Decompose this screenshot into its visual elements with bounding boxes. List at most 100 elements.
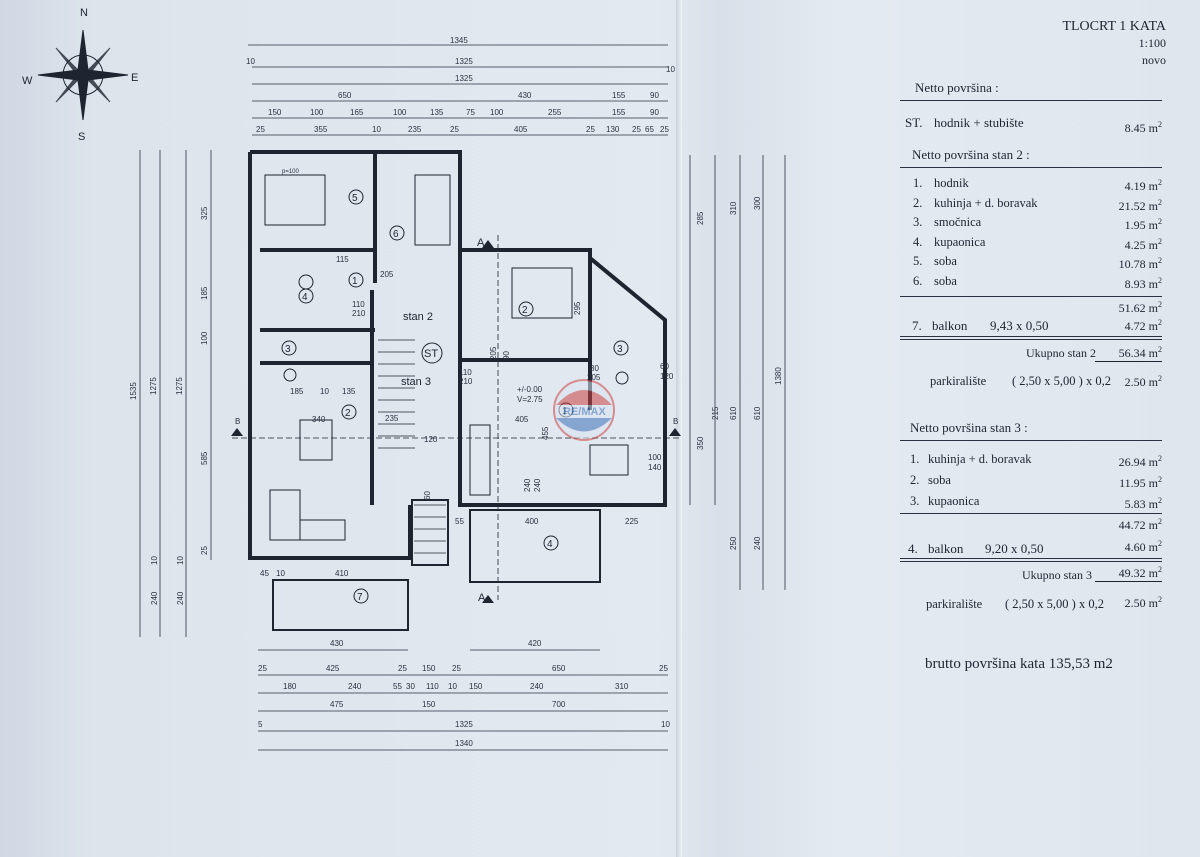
stan2-item-name: soba (934, 273, 957, 288)
room-num-7: 7 (357, 592, 363, 603)
dim-bot-700: 700 (552, 700, 566, 709)
balconies (272, 499, 601, 631)
dim-in-115: 115 (336, 255, 349, 264)
dim-top-100: 100 (310, 108, 324, 117)
dim-in-205c: 205 (587, 373, 601, 382)
dim-top-150: 150 (268, 108, 282, 117)
dim-bot-150: 150 (422, 664, 436, 673)
dim-top-90: 90 (650, 91, 659, 100)
stan3-total-value: 49.32 m2 (1095, 565, 1162, 582)
stan2-item-value: 4.25 m2 (1124, 236, 1162, 252)
dim-in-455: 455 (541, 426, 550, 440)
stan2-item-num: 6. (913, 273, 923, 288)
dim-bot-110: 110 (426, 682, 439, 691)
dim-bot-420: 420 (528, 639, 542, 648)
dim-top-90b: 90 (650, 108, 659, 117)
stan3-balkon-name: balkon (928, 541, 964, 556)
dim-bot-150c: 150 (422, 700, 436, 709)
room-num-4: 4 (302, 292, 308, 303)
stan2-balkon-num: 7. (912, 318, 922, 333)
dim-left-10b: 10 (176, 556, 185, 565)
stan2-item-name: hodnik (934, 176, 969, 190)
stan2-item-num: 1. (913, 176, 923, 190)
section-a-bottom: A (478, 592, 486, 604)
dim-top-650: 650 (338, 91, 352, 100)
stan3-item-value: 11.95 m2 (1119, 475, 1162, 490)
furniture (264, 174, 629, 541)
dim-top-25e: 25 (660, 125, 669, 134)
stairs (378, 339, 446, 554)
dim-bot-25a: 25 (258, 664, 267, 673)
dim-in-100: 100 (648, 453, 662, 462)
dim-top-25b: 25 (450, 125, 459, 134)
dim-in-p100: p=100 (282, 169, 300, 175)
dim-in-110: 110 (352, 300, 365, 309)
room-num-s3-3: 3 (617, 344, 623, 355)
stan3-item-value: 26.94 m2 (1118, 454, 1162, 469)
dim-top-25d: 25 (632, 125, 641, 134)
dim-in-240b: 240 (533, 478, 542, 492)
level-mark: +/-0.00 (517, 385, 543, 394)
dim-in-140: 140 (648, 463, 662, 472)
room-num-6: 6 (393, 229, 399, 240)
dim-in-45: 45 (260, 569, 269, 578)
stan3-item-num: 1. (910, 452, 920, 466)
dim-bot-10b: 10 (661, 720, 670, 729)
stan2-total-label: Ukupno stan 2 (1026, 346, 1096, 360)
dim-bot-10: 10 (448, 682, 457, 691)
dim-top-430: 430 (518, 91, 532, 100)
sheet-title: TLOCRT 1 KATA 1:100 novo (1062, 18, 1166, 69)
dim-bot-55: 55 (393, 682, 402, 691)
dim-left-325: 325 (200, 206, 209, 220)
dim-right-285: 285 (696, 211, 705, 225)
room-num-3: 3 (285, 344, 291, 355)
dim-top-235: 235 (408, 125, 422, 134)
st-name: hodnik + stubište (934, 115, 1024, 130)
stan2-item-name: smočnica (934, 215, 982, 229)
stan2-balkon-value: 4.72 m2 (1124, 318, 1162, 333)
room-num-s3-2: 2 (522, 305, 528, 316)
dim-top-255: 255 (548, 108, 562, 117)
dim-right-1380: 1380 (774, 367, 783, 385)
stan2-item-value: 1.95 m2 (1124, 217, 1162, 232)
dim-top-10b: 10 (666, 65, 675, 74)
dim-left-1275a: 1275 (149, 377, 158, 395)
stan3-item-name: kuhinja + d. boravak (928, 452, 1032, 466)
stan2-item-value: 10.78 m2 (1118, 256, 1162, 271)
dim-bot-5: 5 (258, 720, 263, 729)
section-b-right: B (673, 417, 678, 426)
dim-bot-310: 310 (615, 682, 629, 691)
dim-in-235: 235 (385, 414, 399, 423)
dim-right-215: 215 (711, 406, 720, 420)
dim-bot-25d: 25 (659, 664, 668, 673)
stan2-parking-value: 2.50 m2 (1124, 374, 1162, 389)
dim-in-240a: 240 (523, 478, 532, 492)
stan2-balkon-dims: 9,43 x 0,50 (990, 318, 1049, 333)
dim-in-185: 185 (290, 387, 304, 396)
dim-top-10: 10 (372, 125, 381, 134)
dim-top-25c: 25 (586, 125, 595, 134)
stan3-item-num: 2. (910, 473, 920, 487)
dim-top-100c: 100 (490, 108, 504, 117)
dim-bot-25c: 25 (452, 664, 461, 673)
dim-left-240a: 240 (150, 591, 159, 605)
label-stan-3: stan 3 (401, 376, 431, 388)
watermark-text: RE/MAX (563, 406, 606, 418)
compass-e: E (131, 72, 138, 84)
paper-fold (676, 0, 682, 857)
stan3-balkon-value: 4.60 m2 (1124, 539, 1162, 554)
stan2-item-num: 5. (913, 254, 923, 268)
dim-in-205b: 205 (489, 346, 498, 360)
stan2-parking-label: parkiralište (930, 374, 987, 388)
dim-in-60: 60 (660, 362, 669, 371)
st-label: ST. (905, 115, 923, 130)
stan2-item-name: kuhinja + d. boravak (934, 195, 1038, 210)
building-walls (248, 150, 667, 560)
dim-in-295: 295 (573, 301, 582, 315)
compass-w: W (22, 75, 33, 87)
dim-right-610a: 610 (729, 406, 738, 420)
dim-top-65: 65 (645, 125, 654, 134)
stan2-balkon-name: balkon (932, 318, 968, 333)
